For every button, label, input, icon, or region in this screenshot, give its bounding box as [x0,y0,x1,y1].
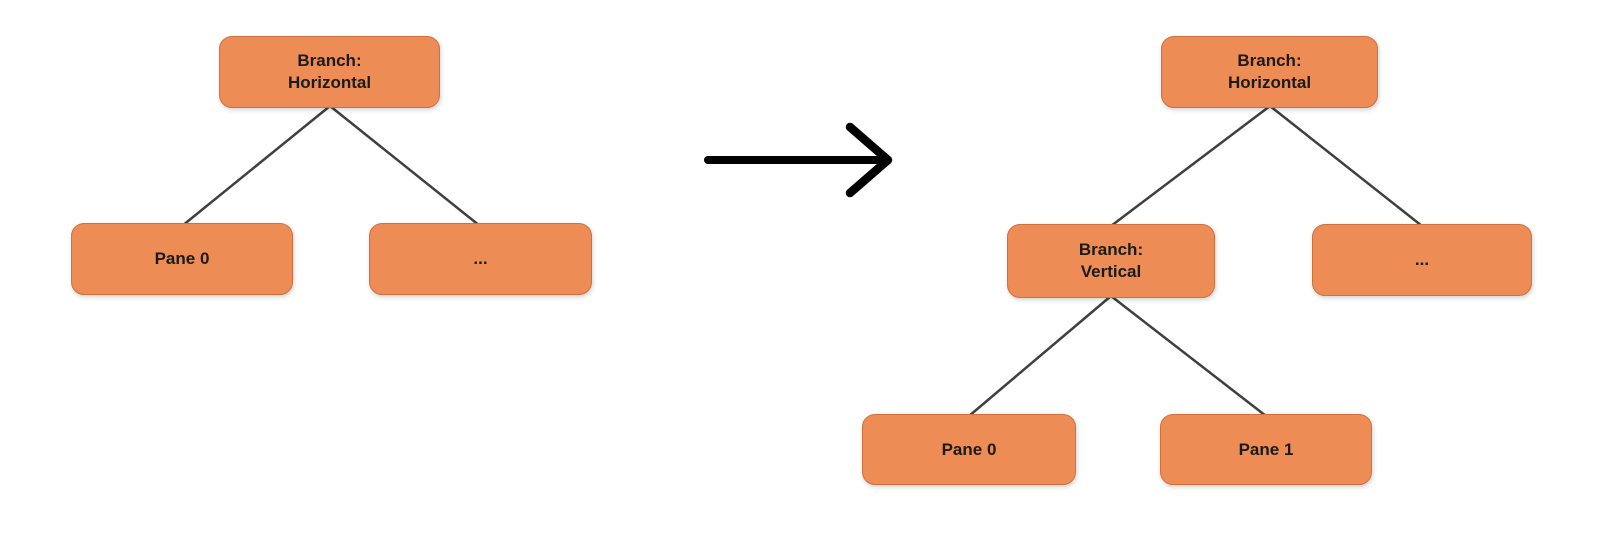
node-label: Pane 0 [154,249,210,268]
node-label: ... [1414,250,1430,269]
transition-arrow-icon [704,122,893,198]
edge-right-root-to-ellipsis [1269,105,1423,227]
node-left-branch-horizontal: Branch: Horizontal [219,36,440,108]
node-label: Branch: Vertical [1078,240,1144,281]
node-label: Pane 0 [941,439,997,459]
node-label: ... [473,249,488,268]
node-label: Branch: Horizontal [1227,51,1312,92]
edge-right-root-to-branch-vertical [1110,105,1271,227]
edge-left-root-to-ellipsis [329,105,481,227]
node-right-pane-1: Pane 1 [1160,414,1372,485]
node-right-branch-horizontal: Branch: Horizontal [1161,36,1378,108]
node-left-pane-0: Pane 0 [71,223,293,295]
transition-arrow-head [845,122,893,198]
node-right-pane-0: Pane 0 [862,414,1076,485]
node-right-ellipsis: ... [1312,224,1532,296]
edge-branch-vertical-to-pane0 [968,295,1112,417]
node-label: Pane 1 [1238,439,1294,459]
node-label: Branch: Horizontal [287,51,372,92]
node-right-branch-vertical: Branch: Vertical [1007,224,1215,298]
edge-left-root-to-pane0 [181,105,331,227]
node-left-ellipsis: ... [369,223,592,295]
edge-branch-vertical-to-pane1 [1110,295,1267,417]
